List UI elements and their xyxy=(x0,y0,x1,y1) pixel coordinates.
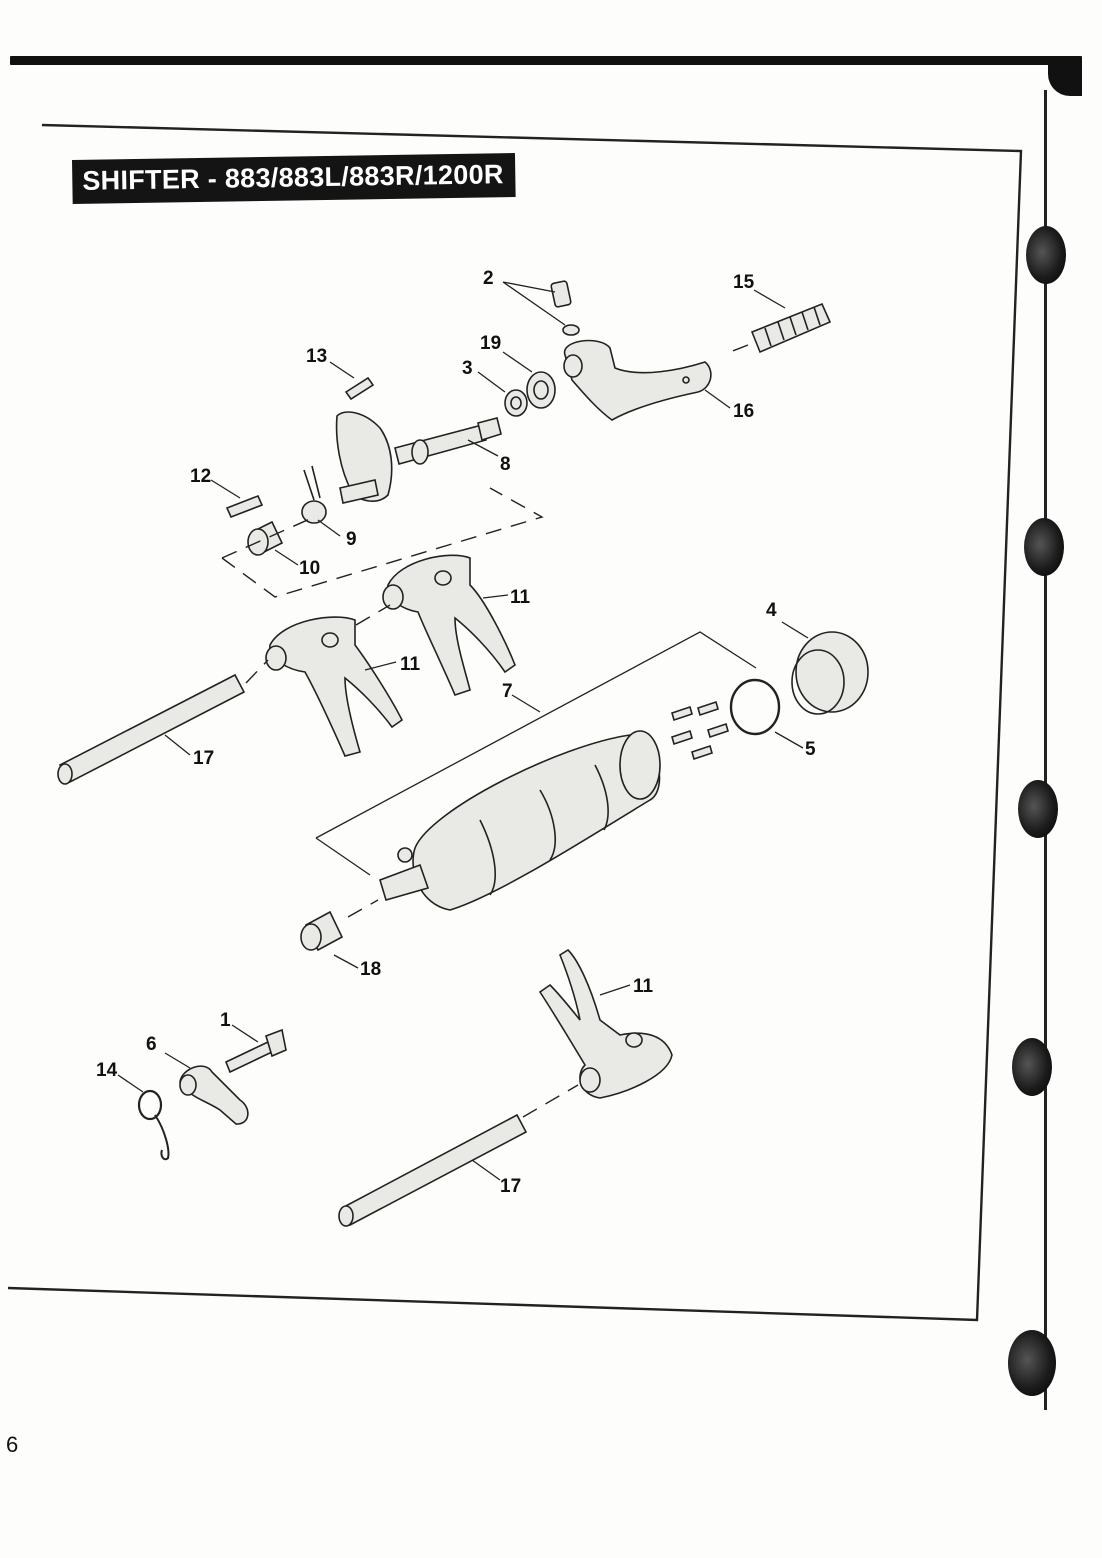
binder-hole xyxy=(1024,518,1064,576)
binder-hole xyxy=(1018,780,1058,838)
part-lever-16 xyxy=(563,339,712,421)
part-rod-17 xyxy=(338,1113,528,1227)
callout-1: 1 xyxy=(220,1010,231,1031)
callout-11: 11 xyxy=(400,654,421,675)
part-bolt-1 xyxy=(224,1028,287,1074)
part-fork-11 xyxy=(382,554,516,696)
callout-12: 12 xyxy=(190,466,211,487)
part-pin-14 xyxy=(344,376,375,401)
part-spring-15 xyxy=(729,302,832,354)
part-pin-12 xyxy=(225,494,264,519)
page-number: 6 xyxy=(6,1432,19,1457)
part-bushing-10 xyxy=(247,520,284,556)
part-bushing-18 xyxy=(300,910,344,952)
callout-13: 14 xyxy=(96,1060,118,1081)
callout-7: 7 xyxy=(502,681,513,702)
part-pins xyxy=(671,700,729,761)
part-shifter-plate xyxy=(335,411,393,504)
callout-3: 3 xyxy=(462,358,473,379)
part-spring-13 xyxy=(137,1089,170,1161)
binder-hole xyxy=(1008,1330,1056,1396)
dashed-group-outline xyxy=(221,487,544,598)
callout-18: 18 xyxy=(360,959,381,980)
binder-hole xyxy=(1026,226,1066,284)
callout-17: 17 xyxy=(193,748,214,769)
callout-10: 10 xyxy=(299,558,320,579)
part-arm-6 xyxy=(179,1065,249,1125)
callout-16: 16 xyxy=(733,401,754,422)
callout-5: 5 xyxy=(805,739,816,760)
callout-19: 19 xyxy=(480,333,501,354)
part-circlip-5 xyxy=(729,678,781,736)
part-ring-4 xyxy=(791,631,869,715)
part-washer-3 xyxy=(504,389,528,417)
part-shaft-8 xyxy=(394,417,502,465)
part-screw-2 xyxy=(550,280,580,336)
diagram-frame xyxy=(7,123,1023,1322)
part-fork-11 xyxy=(538,948,673,1099)
callout-11: 11 xyxy=(633,976,654,997)
binder-hole xyxy=(1012,1038,1052,1096)
part-drum-7 xyxy=(379,730,661,911)
callout-17: 17 xyxy=(500,1176,521,1197)
part-rod-17 xyxy=(57,673,246,785)
callout-14: 13 xyxy=(306,346,327,367)
callout-8: 8 xyxy=(500,454,511,475)
part-bearing-19 xyxy=(526,371,556,409)
top-rule-tab xyxy=(1048,58,1082,96)
callout-11: 11 xyxy=(510,587,531,608)
part-spring-9 xyxy=(301,465,327,524)
top-rule xyxy=(10,56,1082,65)
callout-9: 9 xyxy=(346,529,357,550)
callout-15: 15 xyxy=(733,272,755,293)
callout-2: 2 xyxy=(483,268,494,289)
part-fork-11 xyxy=(265,616,404,757)
binder-edge xyxy=(1044,90,1047,1410)
callout-4: 4 xyxy=(766,600,777,621)
callout-6: 6 xyxy=(146,1034,157,1055)
